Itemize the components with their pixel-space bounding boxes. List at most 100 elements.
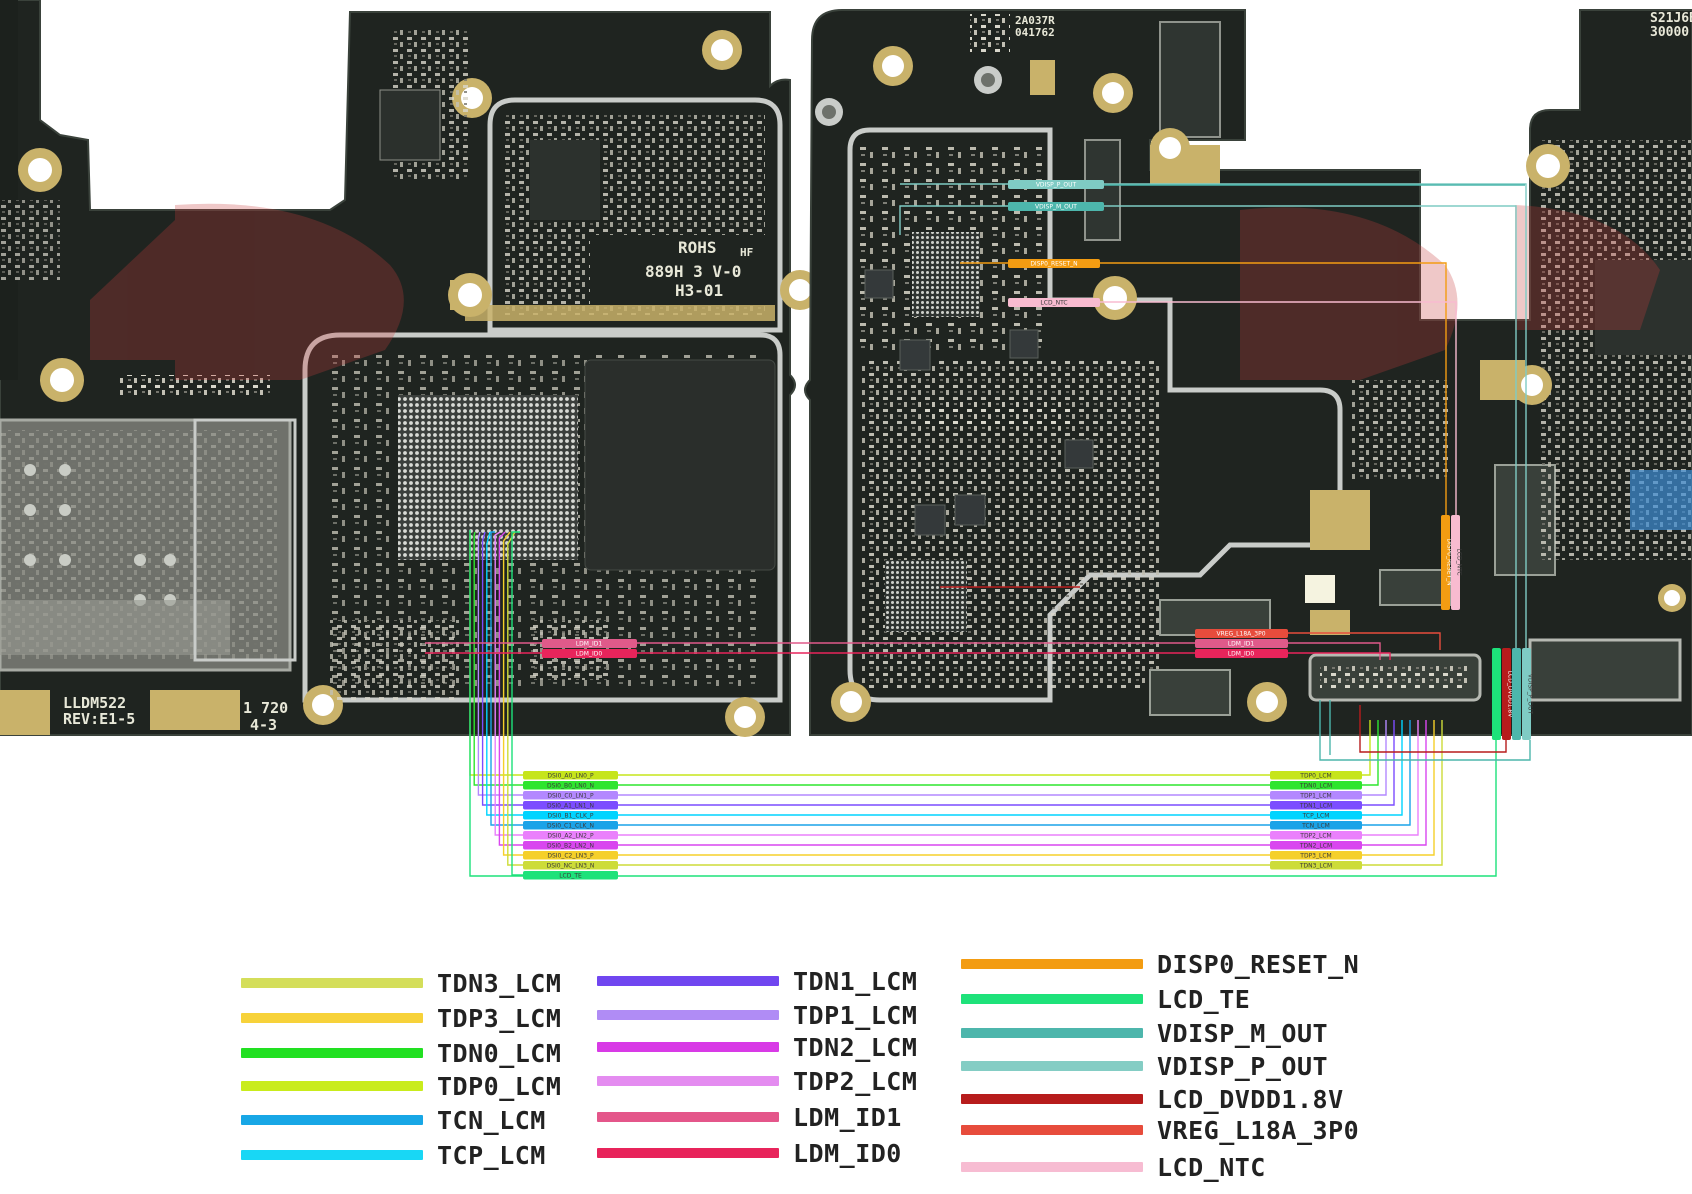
- left-signal-label-text: LCD_TE: [559, 872, 582, 879]
- legend-item-tcn-lcm: TCN_LCM: [241, 1103, 546, 1137]
- left-board: ROHS HF 889H 3 V-0 H3-01 LLDM522 REV:E1-…: [0, 0, 820, 737]
- legend-label: VDISP_M_OUT: [1157, 1018, 1329, 1048]
- left-signal-label-bg: [523, 771, 618, 780]
- trace-right: [1362, 720, 1435, 856]
- legend-item-tdp2-lcm: TDP2_LCM: [597, 1064, 917, 1098]
- left-signal-label: DSI0_B0_LN0_N: [523, 781, 618, 790]
- legend-label: VDISP_P_OUT: [1157, 1051, 1329, 1081]
- tag-disp0-reset-n-vertical-bg: [1441, 515, 1450, 610]
- tag-lcd-dvdd-vertical: LCD_DVDD1.8V: [1502, 648, 1514, 740]
- right-signal-label: TDN3_LCM: [1270, 861, 1362, 870]
- silk-corner: S21J6B: [1650, 11, 1692, 26]
- legend-label: LDM_ID1: [793, 1102, 902, 1132]
- left-signal-label-bg: [523, 851, 618, 860]
- tag-disp0-reset-n-bg: [1008, 259, 1100, 268]
- legend-swatch: [597, 1112, 779, 1122]
- left-signal-label-bg: [523, 791, 618, 800]
- trace-connector-box: [1319, 700, 1531, 761]
- tag-ldm-id1-right: LDM_ID1: [1195, 639, 1288, 648]
- left-signal-label-bg: [523, 871, 618, 880]
- tag-lcd-te-vertical: [1492, 648, 1501, 740]
- legend-item-tdn0-lcm: TDN0_LCM: [241, 1036, 561, 1070]
- legend-item-tdn3-lcm: TDN3_LCM: [241, 966, 561, 1000]
- silk-rohs: ROHS: [678, 238, 717, 257]
- left-signal-label-text: DSI0_A1_LN1_N: [547, 802, 594, 809]
- silk-h3: H3-01: [675, 281, 723, 300]
- left-signal-label-text: DSI0_A2_LN2_P: [547, 832, 594, 839]
- left-signal-labels: DSI0_A0_LN0_PDSI0_B0_LN0_NDSI0_C0_LN1_PD…: [523, 771, 618, 880]
- right-signal-label: TDP1_LCM: [1270, 791, 1362, 800]
- tag-vdisp-m-out-vertical: [1512, 648, 1521, 740]
- legend-swatch: [961, 1125, 1143, 1135]
- legend-swatch: [961, 1162, 1143, 1172]
- tag-lcd-dvdd-vertical-text: LCD_DVDD1.8V: [1507, 671, 1514, 719]
- legend-item-ldm-id0: LDM_ID0: [597, 1136, 902, 1170]
- legend-swatch: [241, 1115, 423, 1125]
- legend-label: VREG_L18A_3P0: [1157, 1115, 1360, 1145]
- left-signal-label: DSI0_B2_LN2_N: [523, 841, 618, 850]
- tag-ldm-id0-left: LDM_ID0: [542, 649, 637, 658]
- right-signal-label: TDP0_LCM: [1270, 771, 1362, 780]
- memory-chip: [584, 359, 776, 571]
- left-signal-label-bg: [523, 841, 618, 850]
- right-signal-label: TCN_LCM: [1270, 821, 1362, 830]
- right-signal-label-text: TDP0_LCM: [1299, 772, 1331, 779]
- legend-swatch: [241, 1013, 423, 1023]
- left-signal-label-text: DSI0_B1_CLK_P: [547, 812, 593, 819]
- left-signal-label: DSI0_C1_CLK_N: [523, 821, 618, 830]
- trace-left: [498, 531, 523, 846]
- legend-swatch: [961, 1061, 1143, 1071]
- left-signal-label-bg: [523, 801, 618, 810]
- tag-vreg-l18a-3p0-text: VREG_L18A_3P0: [1216, 631, 1265, 638]
- left-signal-label-text: DSI0_C1_CLK_N: [547, 822, 594, 829]
- left-signal-label-text: DSI0_NC_LN3_N: [547, 862, 595, 869]
- trace-right: [1362, 720, 1387, 796]
- trace-left: [494, 531, 523, 836]
- tag-vreg-l18a-3p0: VREG_L18A_3P0: [1195, 629, 1288, 638]
- tag-lcd-te-vertical-bg: [1492, 648, 1501, 740]
- legend-item-tdp3-lcm: TDP3_LCM: [241, 1001, 561, 1035]
- trace-left: [502, 531, 523, 856]
- tag-ldm-id1-left-bg: [542, 639, 637, 648]
- right-signal-labels: TDP0_LCMTDN0_LCMTDP1_LCMTDN1_LCMTCP_LCMT…: [1270, 771, 1362, 870]
- trace-ldm-id0: [425, 652, 1391, 660]
- legend-item-lcd-dvdd1-8v: LCD_DVDD1.8V: [961, 1082, 1344, 1116]
- left-signal-label: DSI0_C2_LN3_P: [523, 851, 618, 860]
- trace-right: [1362, 720, 1419, 836]
- tag-lcd-ntc: LCD_NTC: [1008, 298, 1100, 307]
- right-signal-label: TCP_LCM: [1270, 811, 1362, 820]
- silk-date: 1 720: [243, 699, 288, 717]
- trace-right: [1362, 720, 1379, 786]
- legend-item-tdn1-lcm: TDN1_LCM: [597, 964, 917, 998]
- tag-vdisp-p-out: VDISP_P_OUT: [1008, 180, 1104, 189]
- right-signal-label: TDP2_LCM: [1270, 831, 1362, 840]
- pmic-bga: [912, 232, 980, 317]
- board-tags: VDISP_P_OUT VDISP_M_OUT DISP0_RESET_N LC…: [542, 180, 1534, 740]
- legend-label: TDN2_LCM: [793, 1032, 918, 1062]
- legend-swatch: [961, 1028, 1143, 1038]
- tag-disp0-reset-n-text: DISP0_RESET_N: [1030, 261, 1077, 268]
- legend-label: TDP3_LCM: [437, 1003, 562, 1033]
- legend-label: TCP_LCM: [437, 1140, 546, 1170]
- trace-right: [1362, 720, 1371, 776]
- right-signal-label-bg: [1270, 821, 1362, 830]
- legend-item-lcd-ntc: LCD_NTC: [961, 1150, 1266, 1184]
- trace-lcd-te: [469, 530, 1497, 877]
- silk-qr-b: 041762: [1015, 26, 1055, 39]
- legend-swatch: [241, 1081, 423, 1091]
- right-signal-label: TDN1_LCM: [1270, 801, 1362, 810]
- silk-date2: 4-3: [250, 716, 277, 734]
- trace-left: [486, 531, 523, 816]
- legend-label: TDP1_LCM: [793, 1000, 918, 1030]
- left-signal-label: DSI0_A0_LN0_P: [523, 771, 618, 780]
- right-signal-label-bg: [1270, 791, 1362, 800]
- right-signal-label-bg: [1270, 841, 1362, 850]
- tag-vdisp-p-out-bg: [1008, 180, 1104, 189]
- left-signal-label-text: DSI0_A0_LN0_P: [547, 772, 594, 779]
- right-signal-label-text: TDN2_LCM: [1299, 842, 1332, 849]
- trace-right: [1362, 720, 1443, 866]
- legend-swatch: [597, 1148, 779, 1158]
- trace-left: [490, 531, 523, 826]
- left-signal-label: DSI0_A2_LN2_P: [523, 831, 618, 840]
- right-board: 2A037R 041762 S21J6B 30000: [804, 9, 1692, 736]
